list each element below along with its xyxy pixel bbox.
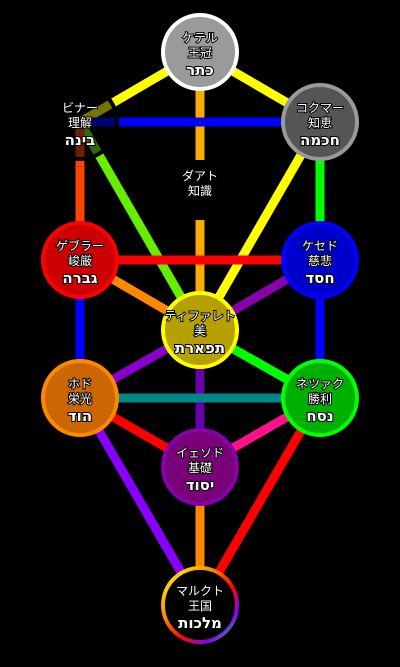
- sephirah-jp-name: イェソド: [176, 446, 224, 460]
- sephirah-hebrew-name: בינה: [65, 131, 96, 149]
- sephirah-gap-daat: [178, 160, 222, 220]
- sephirah-circle-keter: [161, 13, 239, 91]
- sephirah-jp-meaning: 慈悲: [308, 253, 332, 268]
- sephirah-jp-meaning: 王国: [188, 599, 212, 613]
- sephirah-circle-chesed: [281, 221, 359, 299]
- sephirah-jp-name: ケテル: [182, 31, 218, 45]
- path-netzach-malkuth: [196, 395, 324, 608]
- sephirah-hebrew-name: נסח: [306, 407, 333, 425]
- sephirah-jp-name: ゲブラー: [56, 238, 104, 253]
- sephirah-jp-meaning: 知恵: [308, 116, 332, 130]
- sephirah-circle-yesod: [161, 428, 239, 506]
- sephirah-circle-hod: [41, 359, 119, 437]
- sephirah-circle-chokmah: [281, 83, 359, 161]
- sephirah-jp-name: ネツァク: [296, 377, 344, 391]
- sephirah-circle-netzach: [281, 359, 359, 437]
- sephirah-circle-gevurah: [41, 221, 119, 299]
- sephirah-hebrew-name: כתר: [186, 61, 214, 79]
- sephirah-hebrew-name: תפארת: [175, 339, 225, 357]
- sephirah-hebrew-name: חסד: [305, 269, 334, 287]
- sephirah-jp-name: ビナー: [62, 101, 98, 115]
- path-hod-malkuth: [76, 395, 204, 608]
- sephirah-jp-name: マルクト: [176, 584, 224, 598]
- sephirah-jp-meaning: 勝利: [308, 391, 332, 406]
- sephirah-hebrew-name: גברה: [62, 269, 97, 287]
- sephirah-jp-name: ティファレト: [164, 309, 235, 323]
- sephirah-circle-malkuth: [161, 566, 239, 644]
- sephirah-circle-tiferet: [161, 291, 239, 369]
- sephirah-jp-name: コクマー: [296, 101, 344, 115]
- sephirah-jp-meaning: 理解: [68, 116, 92, 130]
- sephirah-hebrew-name: יסוד: [186, 476, 215, 494]
- path-chokmah-tiferet: [196, 119, 324, 333]
- path-binah-tiferet: [76, 119, 204, 333]
- sephirah-circle-binah: [41, 83, 119, 161]
- sephirah-jp-meaning: 知識: [188, 184, 212, 198]
- sephirah-jp-meaning: 栄光: [68, 392, 92, 406]
- sephirah-jp-name: ホド: [68, 377, 92, 391]
- sephirah-jp-name: ダアト: [182, 168, 218, 183]
- sephirah-hebrew-name: חכמה: [300, 131, 340, 149]
- sephirah-jp-name: ケセド: [302, 239, 338, 253]
- sephirah-jp-meaning: 峻厳: [68, 253, 92, 268]
- sephirah-hebrew-name: הוד: [68, 407, 92, 425]
- sephirah-jp-meaning: 基礎: [188, 461, 212, 475]
- sephirah-jp-meaning: 美: [194, 324, 206, 338]
- sephirah-jp-meaning: 王冠: [188, 46, 212, 60]
- sephirah-hebrew-name: מלכות: [178, 614, 222, 632]
